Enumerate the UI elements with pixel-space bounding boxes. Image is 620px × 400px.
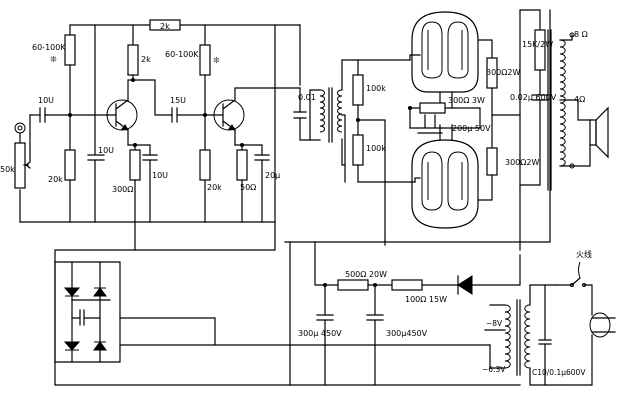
grid-resistor-top — [352, 74, 364, 106]
cathode-resistor — [419, 102, 446, 114]
filter-cap-2-label: 300μ450V — [386, 329, 428, 338]
volume-potentiometer: 50k — [0, 114, 31, 189]
input-capacitor: 10U — [38, 96, 109, 123]
feedback-resistor-label: 2k — [160, 22, 170, 31]
power-transformer: ~8V ~6.3V — [482, 284, 561, 386]
tap-4ohm-label: 4Ω — [574, 95, 585, 104]
bypass-cap-1-label: 10U — [98, 146, 114, 155]
input-cap-label: 10U — [38, 96, 54, 105]
snubber-cap-label: 0.02μ 600V — [510, 93, 557, 102]
screen-resistor-top-label: 300Ω2W — [486, 68, 520, 77]
screen-resistor-bottom — [486, 147, 498, 176]
filter-cap-1-label: 300μ 450V — [298, 329, 342, 338]
secondary-6v3-label: ~6.3V — [482, 365, 506, 374]
base-ground-resistor-1-label: 20k — [48, 175, 63, 184]
bias-resistor-1-label: 60-100K — [32, 43, 66, 52]
feedback-resistor: 2k — [149, 19, 181, 31]
screen-network: 300Ω2W 300Ω2W — [477, 39, 539, 201]
output-transformer: 15K/2W 0.02μ 600V 8 Ω 4Ω — [510, 9, 588, 251]
coupling-cap-out-label: 0.01 — [298, 93, 316, 102]
select-mark-1: ❊ — [50, 55, 57, 64]
emitter-resistor-q2 — [236, 149, 248, 181]
mains-input: 火线 C10/0.1μ600V — [532, 249, 593, 386]
filter-resistor-1 — [337, 279, 369, 291]
hv-supply: 500Ω 20W 100Ω 15W 300μ 450V 300μ450V — [289, 9, 551, 386]
emitter-cap-q1-label: 10U — [152, 171, 168, 180]
output-tube-lower — [411, 124, 479, 229]
filter-resistor-2-label: 100Ω 15W — [405, 295, 447, 304]
bias-resistor-2 — [199, 44, 211, 76]
base-ground-resistor-2-label: 20k — [207, 183, 222, 192]
filter-resistor-2 — [391, 279, 423, 291]
fuse-label: 火线 — [576, 249, 592, 259]
screen-resistor-bottom-label: 300Ω2W — [505, 158, 539, 167]
bias-resistor-1 — [64, 34, 76, 66]
bridge-rectifier — [54, 261, 491, 363]
coupling-cap-label: 15U — [170, 96, 186, 105]
grid-resistor-bottom-label: 100k — [366, 144, 386, 153]
tap-8ohm-label: 8 Ω — [574, 30, 588, 39]
bias-resistor-2-label: 60-100K — [165, 50, 199, 59]
interstage-transformer: 0.01 — [293, 24, 411, 183]
grid-resistor-top-label: 100k — [366, 84, 386, 93]
select-mark-2: ❊ — [213, 56, 220, 65]
filter-resistor-1-label: 500Ω 20W — [345, 270, 387, 279]
base-ground-resistor-2 — [199, 149, 211, 181]
grid-network: 100k 100k — [352, 54, 421, 241]
transistor-q2 — [211, 87, 301, 146]
cathode-network: 300Ω 3W 200μ 50V — [408, 96, 491, 134]
transistor-q1 — [106, 79, 138, 146]
output-tube-upper — [411, 11, 479, 109]
pot-label: 50k — [0, 165, 15, 174]
input-jack-icon — [14, 122, 26, 223]
cathode-resistor-label: 300Ω 3W — [448, 96, 485, 105]
speaker-icon — [571, 99, 609, 167]
emitter-resistor-q1-label: 300Ω — [112, 185, 133, 194]
coupling-capacitor: 15U — [170, 96, 213, 123]
emitter-resistor-q1 — [129, 149, 141, 181]
base-ground-resistor-1 — [64, 149, 76, 181]
mains-plug-icon — [589, 312, 616, 338]
emitter-resistor-q2-label: 50Ω — [240, 183, 256, 192]
secondary-8v-label: ~8V — [486, 319, 503, 328]
grid-resistor-bottom — [352, 134, 364, 166]
collector-resistor-q1-label: 2k — [141, 55, 151, 64]
mains-cap-label: C10/0.1μ600V — [532, 368, 586, 377]
preamp-section: 2k 50k 10U 60-100K ❊ 20k — [0, 19, 521, 386]
snubber-resistor — [534, 29, 546, 71]
emitter-cap-q2-label: 20μ — [265, 171, 280, 180]
snubber-resistor-label: 15K/2W — [522, 40, 553, 49]
collector-resistor-q1 — [127, 44, 139, 76]
